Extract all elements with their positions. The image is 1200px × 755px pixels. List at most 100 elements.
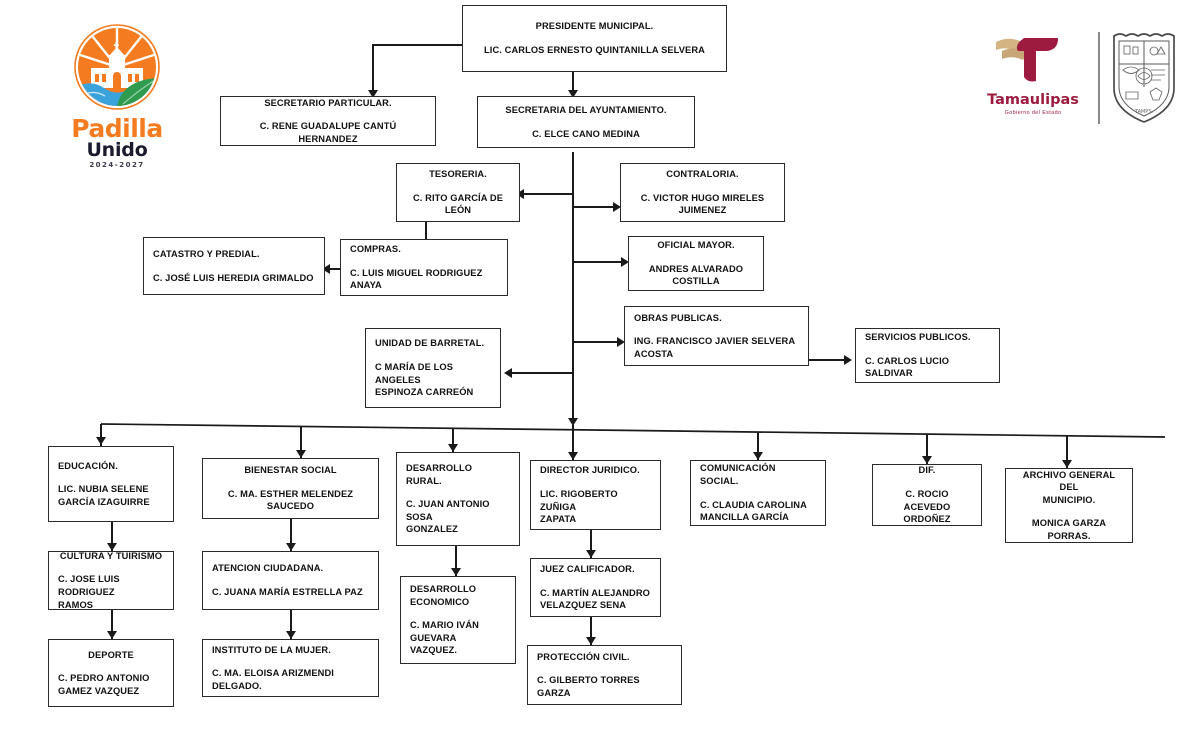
node-catastro-predial[interactable]: CATASTRO Y PREDIAL. C. JOSÉ LUIS HEREDIA… [143, 237, 325, 295]
node-name: C. VICTOR HUGO MIRELES JUIMENEZ [640, 192, 765, 216]
tamaulipas-subtitle: Gobierno del Estado [1004, 110, 1062, 116]
node-name: C. PEDRO ANTONIO GAMEZ VAZQUEZ [58, 673, 150, 696]
node-servicios-publicos[interactable]: SERVICIOS PUBLICOS. C. CARLOS LUCIO SALD… [855, 328, 1000, 383]
node-oficial-mayor[interactable]: OFICIAL MAYOR. ANDRES ALVARADO COSTILLA [628, 236, 764, 291]
arrowhead-educacion [96, 437, 106, 445]
distribution-bar [100, 423, 1166, 438]
node-compras[interactable]: COMPRAS. C. LUIS MIGUEL RODRIGUEZ ANAYA [340, 239, 508, 296]
logo-word-padilla: Padilla [71, 114, 163, 143]
padilla-unido-logo: Padilla Unido 2024-2027 [47, 22, 187, 172]
arrowhead-main-trunk [568, 418, 578, 426]
arrowhead-dif [922, 456, 932, 464]
connector-presidente-left [372, 44, 464, 46]
node-secretario-particular[interactable]: SECRETARIO PARTICULAR. C. RENE GUADALUPE… [220, 96, 436, 146]
node-name: C. ELCE CANO MEDINA [532, 128, 640, 139]
node-title: COMPRAS. [350, 244, 401, 255]
node-cultura-turismo[interactable]: CULTURA Y TUIRISMO C. JOSE LUIS RODRIGUE… [48, 551, 174, 610]
arrowhead-atencion-ciudadana [286, 543, 296, 551]
arrowhead-desarrollo-economico [451, 568, 461, 576]
node-title: DESARROLLO RURAL. [406, 463, 473, 486]
node-instituto-mujer[interactable]: INSTITUTO DE LA MUJER. C. MA. ELOISA ARI… [202, 639, 379, 697]
node-title: BIENESTAR SOCIAL [244, 465, 337, 476]
node-obras-publicas[interactable]: OBRAS PUBLICAS. ING. FRANCISCO JAVIER SE… [624, 306, 809, 366]
node-atencion-ciudadana[interactable]: ATENCION CIUDADANA. C. JUANA MARÍA ESTRE… [202, 551, 379, 610]
svg-text:TAMPS.: TAMPS. [1134, 109, 1154, 115]
node-title: UNIDAD DE BARRETAL. [375, 338, 485, 349]
node-tesoreria[interactable]: TESORERIA. C. RITO GARCÍA DE LEÓN [396, 163, 520, 222]
node-bienestar-social[interactable]: BIENESTAR SOCIAL C. MA. ESTHER MELENDEZ … [202, 458, 379, 519]
node-name: C. GILBERTO TORRES GARZA [537, 675, 640, 698]
connector-main-trunk [572, 152, 574, 432]
arrowhead-desarrollo-rural [448, 444, 458, 452]
connector-bar-to-bienestar [300, 427, 302, 458]
node-name: C. MA. ESTHER MELENDEZ SAUCEDO [227, 488, 354, 512]
arrowhead-secretaria [568, 90, 578, 98]
node-proteccion-civil[interactable]: PROTECCIÓN CIVIL. C. GILBERTO TORRES GAR… [527, 645, 682, 705]
arrowhead-bienestar-social [296, 450, 306, 458]
node-name: C. CARLOS LUCIO SALDIVAR [865, 355, 950, 379]
connector-atencion-to-instituto [290, 610, 292, 639]
node-title: COMUNICACIÓN SOCIAL. [700, 463, 776, 486]
connector-bar-to-comunicacion [757, 432, 759, 460]
node-title: PROTECCIÓN CIVIL. [537, 651, 630, 662]
node-title: CULTURA Y TUIRISMO [59, 550, 163, 561]
node-name: C. MA. ELOISA ARIZMENDI DELGADO. [212, 668, 334, 691]
arrowhead-tesoreria [516, 189, 524, 199]
node-desarrollo-rural[interactable]: DESARROLLO RURAL. C. JUAN ANTONIO SOSA G… [396, 452, 520, 546]
arrowhead-director-juridico [568, 452, 578, 460]
padilla-emblem-icon [74, 24, 160, 110]
node-title: CATASTRO Y PREDIAL. [153, 248, 260, 259]
node-name: C. JOSÉ LUIS HEREDIA GRIMALDO [153, 272, 314, 283]
connector-bar-to-desarrollo-rural [452, 429, 454, 453]
arrowhead-comunicacion-social [753, 452, 763, 460]
connector-rural-to-economico [455, 546, 457, 576]
node-presidente-municipal[interactable]: PRESIDENTE MUNICIPAL. LIC. CARLOS ERNEST… [462, 5, 727, 72]
node-name: MONICA GARZA PORRAS. [1031, 518, 1107, 541]
arrowhead-archivo-general [1062, 460, 1072, 468]
connector-trunk-to-tesoreria [522, 193, 573, 195]
node-comunicacion-social[interactable]: COMUNICACIÓN SOCIAL. C. CLAUDIA CAROLINA… [690, 460, 826, 526]
node-title: TESORERIA. [429, 169, 487, 180]
node-secretaria-ayuntamiento[interactable]: SECRETARIA DEL AYUNTAMIENTO. C. ELCE CAN… [477, 96, 695, 148]
node-director-juridico[interactable]: DIRECTOR JURIDICO. LIC. RIGOBERTO ZUÑIGA… [530, 460, 661, 530]
connector-trunk-to-obras-publicas [572, 341, 619, 343]
node-unidad-barretal[interactable]: UNIDAD DE BARRETAL. C MARÍA DE LOS ANGEL… [365, 328, 501, 408]
node-title: OFICIAL MAYOR. [657, 240, 735, 251]
node-name: C. MARTÍN ALEJANDRO VELAZQUEZ SENA [540, 587, 651, 611]
node-title: DEPORTE [88, 649, 134, 660]
node-title: ARCHIVO GENERAL DEL MUNICIPIO. [1022, 469, 1116, 505]
node-title: PRESIDENTE MUNICIPAL. [535, 21, 654, 32]
node-dif[interactable]: DIF. C. ROCIO ACEVEDO ORDOÑEZ [872, 464, 982, 526]
arrowhead-catastro [322, 264, 330, 274]
node-title: DIRECTOR JURIDICO. [540, 465, 640, 476]
node-archivo-general[interactable]: ARCHIVO GENERAL DEL MUNICIPIO. MONICA GA… [1005, 468, 1133, 543]
node-title: SECRETARIA DEL AYUNTAMIENTO. [505, 104, 667, 115]
node-contraloria[interactable]: CONTRALORIA. C. VICTOR HUGO MIRELES JUIM… [620, 163, 785, 222]
logo-years: 2024-2027 [89, 161, 145, 169]
logo-word-unido: Unido [86, 139, 148, 161]
node-deporte[interactable]: DEPORTE C. PEDRO ANTONIO GAMEZ VAZQUEZ [48, 639, 174, 707]
node-title: SERVICIOS PUBLICOS. [865, 332, 971, 343]
node-name: C. LUIS MIGUEL RODRIGUEZ ANAYA [350, 267, 483, 291]
connector-presidente-to-secretaria [572, 72, 574, 101]
tamaulipas-mark-icon [996, 38, 1058, 82]
connector-juez-to-proteccion [590, 617, 592, 645]
tamaulipas-logo: Tamaulipas Gobierno del Estado [978, 30, 1088, 130]
node-title: INSTITUTO DE LA MUJER. [212, 644, 331, 655]
node-desarrollo-economico[interactable]: DESARROLLO ECONOMICO C. MARIO IVÁN GUEVA… [400, 576, 516, 664]
node-juez-calificador[interactable]: JUEZ CALIFICADOR. C. MARTÍN ALEJANDRO VE… [530, 558, 661, 617]
node-educacion[interactable]: EDUCACIÓN. LIC. NUBIA SELENE GARCÍA IZAG… [48, 446, 174, 522]
arrowhead-instituto-mujer [286, 631, 296, 639]
tamaulipas-coat-of-arms-icon: TAMPS. [1108, 30, 1180, 126]
connector-obras-to-servicios [808, 359, 846, 361]
node-name: C MARÍA DE LOS ANGELES ESPINOZA CARREÓN [375, 361, 474, 398]
node-title: OBRAS PUBLICAS. [634, 312, 722, 323]
connector-bienestar-to-atencion [290, 519, 292, 551]
node-name: C. RENE GUADALUPE CANTÚ HERNANDEZ [259, 121, 397, 144]
node-name: C. RITO GARCÍA DE LEÓN [412, 192, 504, 216]
connector-cultura-to-deporte [111, 610, 113, 639]
node-title: DIF. [918, 465, 936, 476]
connector-tesoreria-to-compras [425, 222, 427, 248]
node-name: ANDRES ALVARADO COSTILLA [648, 263, 744, 287]
